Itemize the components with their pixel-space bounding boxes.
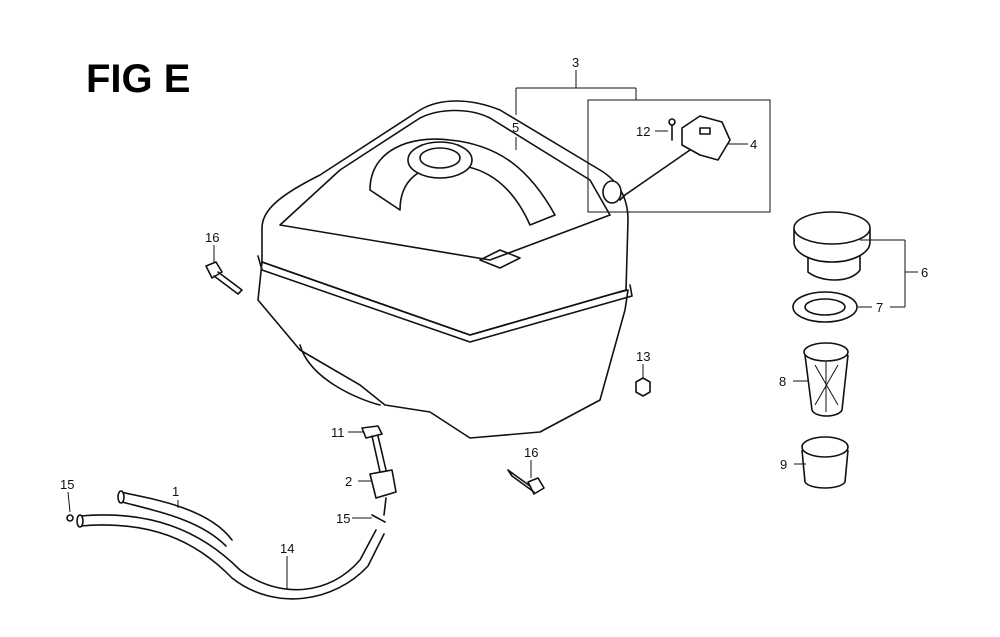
- callout-15-left: 15: [60, 477, 74, 492]
- callout-2: 2: [345, 474, 352, 489]
- figure-title: FIG E: [86, 57, 190, 101]
- fuel-strainer: [793, 342, 849, 417]
- callout-1: 1: [172, 484, 179, 499]
- fuel-valve: [348, 425, 397, 523]
- fuel-tubes: [66, 490, 385, 600]
- bolt-16-upper: [205, 245, 243, 295]
- bolt-16-lower: [507, 460, 545, 495]
- fuel-cap: [793, 211, 918, 308]
- callout-labels: 1 2 3 4 5 6 7 8 9 11 12 13 14 15 15 16 1…: [60, 55, 928, 556]
- callout-8: 8: [779, 374, 786, 389]
- callout-9: 9: [780, 457, 787, 472]
- callout-11: 11: [331, 425, 345, 440]
- nut-13: [635, 364, 651, 397]
- callout-16-lower: 16: [524, 445, 538, 460]
- fuel-gauge: [602, 115, 748, 204]
- callout-7: 7: [876, 300, 883, 315]
- cap-gasket: [792, 291, 872, 323]
- callout-12: 12: [636, 124, 650, 139]
- callout-4: 4: [750, 137, 757, 152]
- strainer-clip: [794, 436, 849, 489]
- callout-15-valve: 15: [336, 511, 350, 526]
- callout-14: 14: [280, 541, 294, 556]
- callout-13: 13: [636, 349, 650, 364]
- callout-3: 3: [572, 55, 579, 70]
- callout-3-bracket: [515, 70, 771, 213]
- fuel-tank: [257, 100, 633, 439]
- callout-5: 5: [512, 120, 519, 135]
- callout-16-upper: 16: [205, 230, 219, 245]
- callout-6: 6: [921, 265, 928, 280]
